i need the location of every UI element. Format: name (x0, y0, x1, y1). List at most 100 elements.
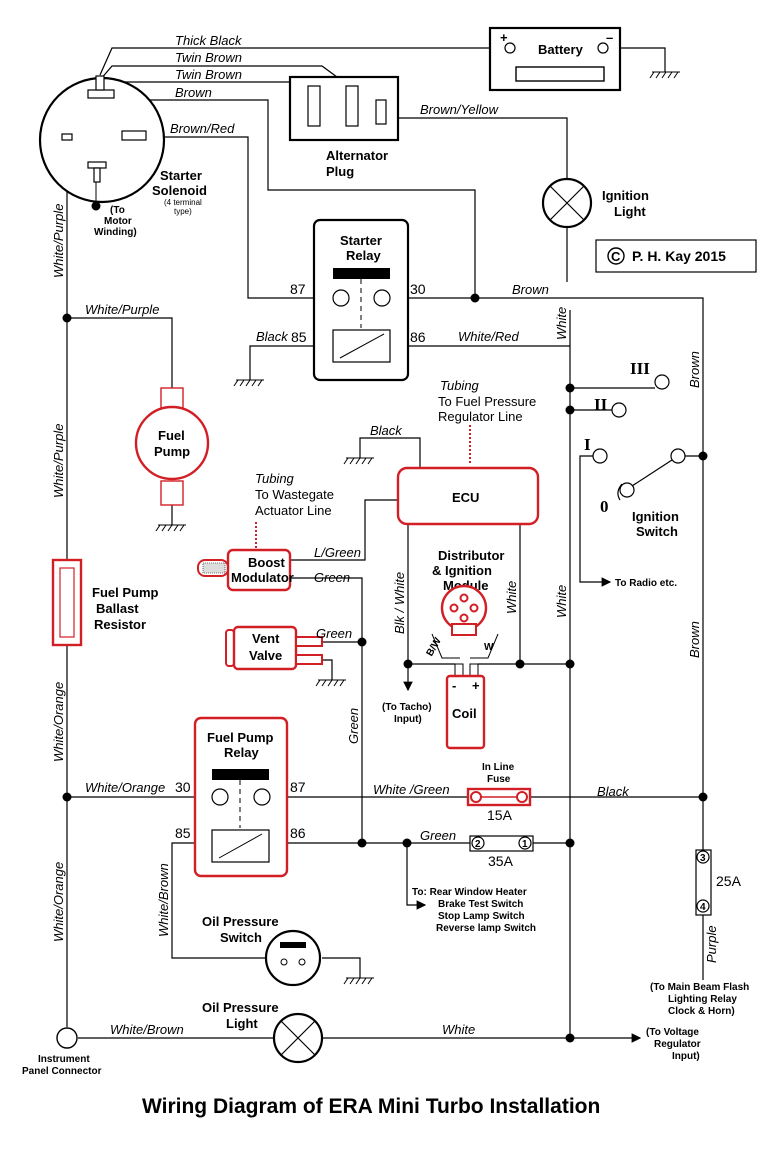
fp-relay-label-2: Relay (224, 745, 259, 760)
copyright-text: P. H. Kay 2015 (632, 248, 726, 264)
dest-voltage-1: (To Voltage (646, 1027, 699, 1038)
boost-modulator-label-2: Modulator (231, 570, 294, 585)
sr-87: 87 (290, 281, 306, 297)
fuse-25-rating: 25A (716, 873, 742, 889)
sw-label-II: II (594, 395, 608, 414)
boost-modulator-label-1: Boost (248, 555, 286, 570)
junction (470, 293, 480, 303)
inline-fuse: In Line Fuse 15A (466, 762, 532, 823)
motor-winding-2: Motor (104, 216, 132, 227)
distributor: Distributor & Ignition Module B/W W (425, 548, 504, 659)
battery: Battery + – (488, 26, 622, 92)
lbl-white-purple-v2: White/Purple (51, 424, 66, 498)
ipc-label-1: Instrument (38, 1054, 90, 1065)
tubing-fuel-1: Tubing (440, 378, 480, 393)
starter-relay: Starter Relay (312, 218, 410, 382)
boost-modulator: Boost Modulator (197, 548, 294, 592)
junction (402, 838, 412, 848)
dest-main-beam-1: (To Main Beam Flash (650, 982, 749, 993)
copyright-box: C P. H. Kay 2015 (595, 239, 757, 273)
lbl-white-orange-v1: White/Orange (51, 682, 66, 762)
fp-85: 85 (175, 825, 191, 841)
wire-brown-yellow (385, 117, 568, 178)
lbl-white-orange-v2: White/Orange (51, 862, 66, 942)
starter-solenoid: Starter Solenoid (4 terminal type) (To M… (38, 75, 207, 238)
ignition-light-label-2: Light (614, 204, 646, 219)
earth-icon (343, 977, 374, 985)
junction (62, 313, 72, 323)
fuel-pump-ballast: Fuel Pump Ballast Resistor (51, 558, 159, 647)
wire-labels: Thick Black Twin Brown Twin Brown Brown … (51, 33, 719, 1037)
lbl-white-orange-h: White/Orange (85, 780, 165, 795)
solenoid-note-2: type) (174, 207, 192, 216)
sr-85: 85 (291, 329, 307, 345)
lbl-white-v: White (554, 307, 569, 340)
junction (565, 659, 575, 669)
wire-thick-black (99, 47, 502, 76)
fuse-35-rating: 35A (488, 853, 514, 869)
distributor-label-1: Distributor (438, 548, 504, 563)
oil-switch-label-2: Switch (220, 930, 262, 945)
coil-minus: - (452, 678, 456, 693)
wire-radio (579, 455, 612, 587)
junction (698, 451, 708, 461)
coil-plus: + (472, 678, 480, 693)
lbl-black-right: Black (597, 784, 630, 799)
motor-winding-3: Winding) (94, 227, 137, 238)
junction (698, 792, 708, 802)
lbl-green-vent: Green (316, 626, 352, 641)
fp-86: 86 (290, 825, 306, 841)
sw-label-I: I (584, 435, 591, 454)
alternator-plug-label-2: Plug (326, 164, 354, 179)
ballast-label-2: Ballast (96, 601, 139, 616)
lbl-brown-red: Brown/Red (170, 121, 235, 136)
junction (565, 838, 575, 848)
ignition-light-label-1: Ignition (602, 188, 649, 203)
ecu-label: ECU (452, 490, 479, 505)
inline-fuse-label-2: Fuse (487, 774, 511, 785)
lbl-brown-top: Brown (175, 85, 212, 100)
dest-voltage-3: Input) (672, 1051, 700, 1062)
battery-minus: – (606, 30, 613, 45)
lbl-brown-h: Brown (512, 282, 549, 297)
oil-switch-label-1: Oil Pressure (202, 914, 279, 929)
wire-brown-rail (392, 297, 704, 850)
oil-light-label-2: Light (226, 1016, 258, 1031)
tubing-wastegate-3: Actuator Line (255, 503, 332, 518)
wire-vent-earth (322, 659, 333, 680)
vent-valve: Vent Valve (225, 625, 323, 671)
fuel-pump-label-2: Pump (154, 444, 190, 459)
battery-label: Battery (538, 42, 584, 57)
wire-black-85 (249, 345, 333, 380)
lbl-black-85: Black (256, 329, 289, 344)
earth-symbols (155, 71, 680, 985)
coil-label: Coil (452, 706, 477, 721)
junction (357, 637, 367, 647)
motor-winding-1: (To (110, 205, 125, 216)
wire-green-v (290, 577, 363, 843)
lbl-l-green: L/Green (314, 545, 361, 560)
lbl-twin-brown-2: Twin Brown (175, 67, 242, 82)
ignition-light: Ignition Light (541, 177, 649, 229)
dest-radio: To Radio etc. (615, 578, 677, 589)
lbl-green-bottom: Green (420, 828, 456, 843)
inline-fuse-rating: 15A (487, 807, 513, 823)
fuse-35a: 2 1 35A (469, 835, 534, 869)
wire-white-brown-v (171, 842, 265, 959)
wire-brown-top (112, 99, 476, 298)
alternator-plug: Alternator Plug (288, 75, 400, 179)
fuse-25-t2: 4 (700, 902, 706, 913)
vent-valve-label-2: Valve (249, 648, 282, 663)
tubing-wastegate-2: To Wastegate (255, 487, 334, 502)
lbl-white-brown-v: White/Brown (156, 863, 171, 937)
fuel-pump-label-1: Fuel (158, 428, 185, 443)
dest-main-beam-3: Clock & Horn) (668, 1006, 735, 1017)
terminal-numbers: 87 30 85 86 30 87 85 86 (175, 281, 426, 841)
oil-pressure-light: Oil Pressure Light (202, 1000, 324, 1064)
lbl-white-bottom: White (442, 1022, 475, 1037)
destination-labels: (To Tacho) Input) To Radio etc. To: Rear… (382, 578, 749, 1062)
lbl-purple: Purple (704, 925, 719, 963)
lbl-green-boost: Green (314, 570, 350, 585)
dest-voltage-2: Regulator (654, 1039, 701, 1050)
